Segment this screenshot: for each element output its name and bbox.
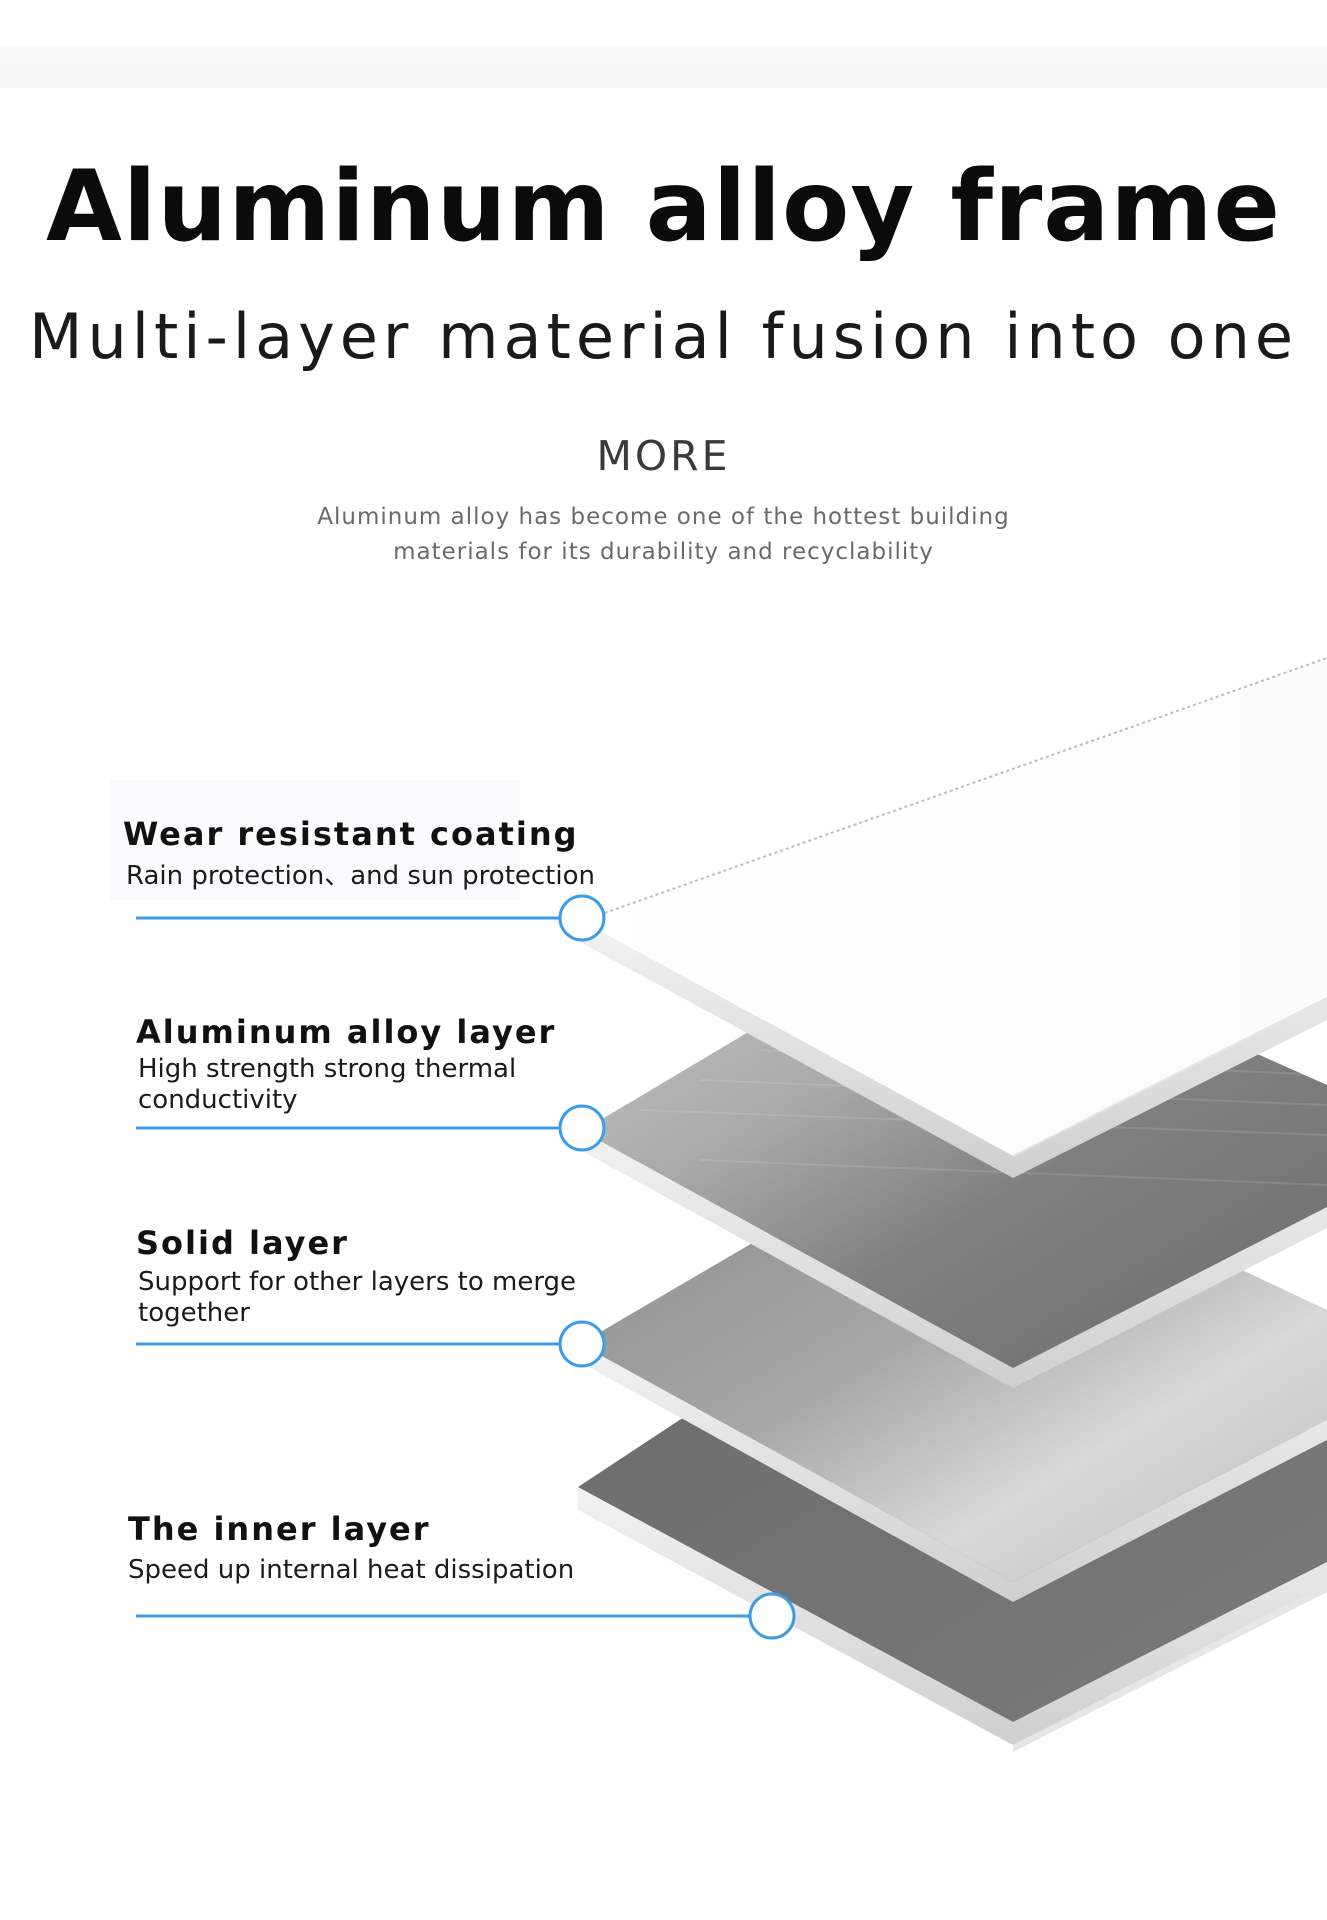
label-highlight-box	[110, 780, 520, 900]
layer-desc-solid: Support for other layers to merge togeth…	[138, 1267, 577, 1328]
coating-layer-plate	[581, 657, 1327, 1178]
layer-name-solid: Solid layer	[136, 1224, 349, 1262]
layer-name-coating: Wear resistant coating	[123, 815, 579, 853]
connector-dot-solid	[558, 1320, 606, 1368]
connector-dot-coating	[558, 894, 606, 942]
top-band	[0, 46, 1327, 88]
intro-description-text: Aluminum alloy has become one of the hot…	[317, 504, 1010, 565]
layer-desc-aluminum: High strength strong thermal conductivit…	[138, 1054, 517, 1115]
page-subtitle: Multi-layer material fusion into one	[28, 300, 1299, 373]
intro-description: Aluminum alloy has become one of the hot…	[0, 500, 1327, 570]
more-heading: MORE	[596, 432, 731, 480]
layer-desc-coating: Rain protection、and sun protection	[126, 861, 595, 891]
connector-dot-aluminum	[558, 1104, 606, 1152]
layer-name-inner: The inner layer	[128, 1510, 431, 1548]
page-title: Aluminum alloy frame	[46, 150, 1281, 264]
layer-desc-inner: Speed up internal heat dissipation	[128, 1555, 575, 1585]
layer-name-aluminum: Aluminum alloy layer	[136, 1013, 557, 1051]
connector-dot-inner	[748, 1592, 796, 1640]
